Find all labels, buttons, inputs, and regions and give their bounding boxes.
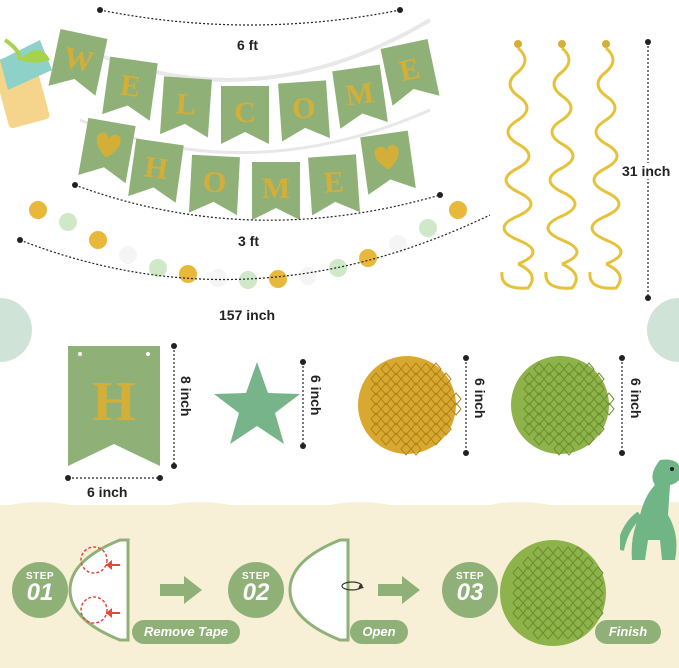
welcome-flag-2: E	[102, 56, 158, 121]
home-letter-5: E	[323, 165, 345, 199]
flag-letter: H	[92, 371, 136, 433]
welcome-letter-4: C	[234, 96, 256, 129]
decor-circle-left	[0, 298, 32, 362]
home-flag-4: M	[252, 162, 300, 220]
garland-dot	[239, 271, 257, 289]
gold-ball-size-label: 6 inch	[472, 378, 488, 419]
step-3-word: STEP	[455, 571, 485, 582]
welcome-letter-1: W	[60, 41, 96, 80]
swirl-1	[500, 40, 535, 290]
welcome-flag-7: E	[380, 39, 440, 106]
welcome-flag-5: O	[278, 80, 330, 142]
welcome-letter-3: L	[175, 87, 197, 121]
banner-length-label: 6 ft	[233, 37, 262, 53]
decor-circle-right	[647, 298, 679, 362]
star-size-label: 6 inch	[308, 375, 324, 416]
garland-dot	[299, 267, 317, 285]
swirl-2	[544, 40, 579, 290]
step-3-number: 03	[456, 579, 484, 606]
garland-dot	[329, 259, 347, 277]
instruction-band	[0, 502, 679, 668]
garland-dot	[149, 259, 167, 277]
flag-height-label: 8 inch	[178, 376, 194, 417]
step-1-caption: Remove Tape	[132, 620, 240, 644]
garland-dot	[389, 235, 407, 253]
hanging-swirls	[500, 40, 623, 290]
heart-icon	[374, 145, 399, 170]
home-flag-1	[78, 117, 136, 184]
home-letter-4: M	[262, 172, 290, 205]
garland-dot	[419, 219, 437, 237]
garland-dot	[119, 246, 137, 264]
welcome-letter-2: E	[118, 69, 142, 104]
welcome-letter-5: O	[291, 91, 317, 126]
long-garland-dimension-line	[19, 214, 491, 281]
garland-dot	[59, 213, 77, 231]
garland-dot	[29, 201, 47, 219]
welcome-letter-6: M	[343, 76, 376, 113]
step-1-badge: STEP 01	[12, 562, 68, 618]
long-garland-length-label: 157 inch	[215, 307, 280, 323]
dot-garland	[29, 201, 467, 289]
garland-dot	[209, 269, 227, 287]
step-3-badge: STEP 03	[442, 562, 498, 618]
home-letter-3: O	[202, 165, 227, 199]
home-letter-2: H	[142, 150, 170, 186]
banner-dimension-line	[99, 9, 401, 26]
garland-dot	[179, 265, 197, 283]
garland-dot	[89, 231, 107, 249]
dot-garland-length-label: 3 ft	[234, 233, 263, 249]
welcome-flag-3: L	[160, 76, 212, 138]
step-2-badge: STEP 02	[228, 562, 284, 618]
step-1-number: 01	[26, 579, 54, 606]
step-1-word: STEP	[25, 571, 55, 582]
green-ball-size-label: 6 inch	[628, 378, 644, 419]
home-flag-6	[360, 130, 416, 195]
garland-dot	[359, 249, 377, 267]
gold-honeycomb-ball	[358, 356, 462, 456]
step-2-number: 02	[242, 579, 270, 606]
glitter-star	[214, 362, 300, 444]
dinosaur-icon	[620, 459, 679, 560]
gift-icon	[0, 38, 52, 129]
welcome-flag-4: C	[221, 86, 269, 144]
garland-dot	[269, 270, 287, 288]
heart-icon	[96, 132, 121, 158]
dot-garland-dimension-line	[74, 184, 441, 221]
step-3-caption: Finish	[595, 620, 661, 644]
home-flag-3: O	[188, 154, 240, 216]
swirl-length-label: 31 inch	[618, 163, 675, 179]
garland-dot	[449, 201, 467, 219]
flag-width-label: 6 inch	[83, 484, 132, 500]
step-2-caption: Open	[350, 620, 408, 644]
welcome-flag-1: W	[48, 29, 108, 96]
swirl-3	[588, 40, 623, 290]
home-flag-2: H	[128, 138, 184, 203]
home-flag-5: E	[308, 154, 360, 216]
welcome-flag-6: M	[332, 64, 388, 129]
single-flag: H	[68, 346, 160, 466]
green-honeycomb-ball	[511, 356, 615, 456]
step-2-word: STEP	[241, 571, 271, 582]
